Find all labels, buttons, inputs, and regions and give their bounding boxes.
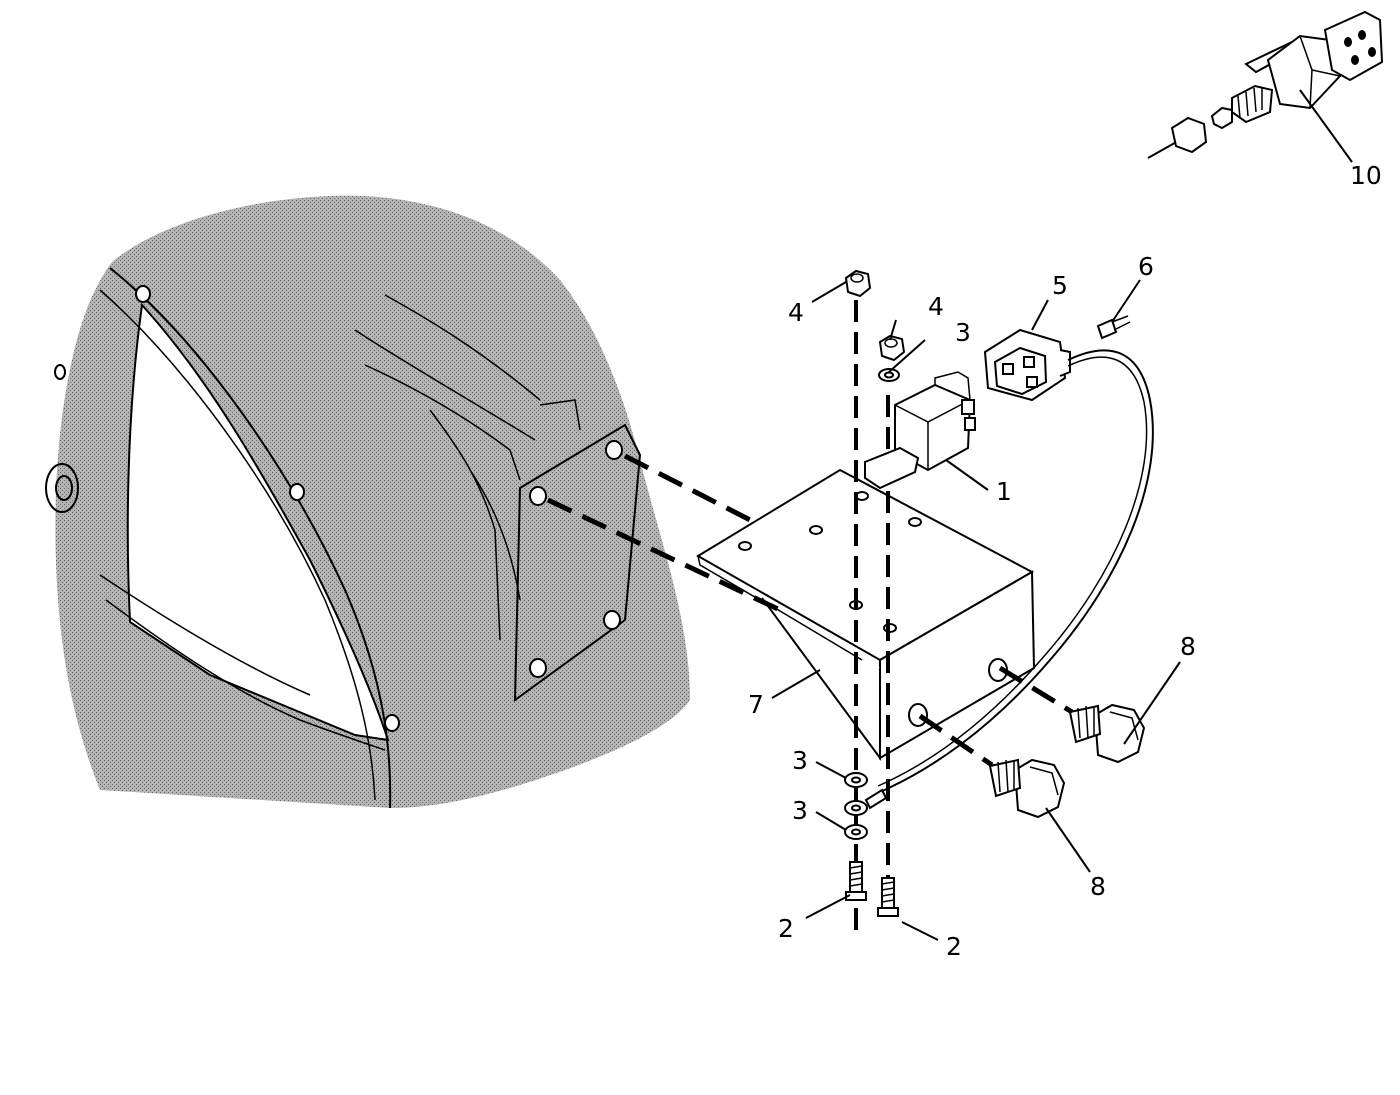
relay: [864, 371, 976, 490]
wiring-harness-connector: [983, 328, 1071, 402]
callout-10: 10: [1350, 161, 1382, 190]
assembly-line: [623, 453, 762, 528]
screw-left: [845, 861, 867, 901]
bolt-lower: [988, 758, 1066, 819]
wire-terminal: [864, 788, 888, 810]
washer-top: [878, 368, 900, 382]
assembly-line: [546, 497, 782, 613]
nut-top-right: [878, 334, 906, 362]
nut-top-left: [844, 269, 872, 298]
callout-7: 7: [748, 690, 764, 719]
callout-3-bottom: 3: [792, 796, 808, 825]
assembly-line: [998, 665, 1074, 715]
washer-bottom-3: [844, 824, 868, 840]
washer-bottom-2: [844, 800, 868, 816]
callout-2-left: 2: [778, 914, 794, 943]
callout-4-right: 4: [928, 292, 944, 321]
washer-bottom-1: [844, 772, 868, 788]
temperature-sensor: [1147, 10, 1384, 159]
callout-1: 1: [996, 477, 1012, 506]
screw-right: [877, 877, 899, 917]
callout-5: 5: [1052, 271, 1068, 300]
callout-3-middle: 3: [792, 746, 808, 775]
engine-housing: [45, 195, 691, 809]
callout-4-left: 4: [788, 298, 804, 327]
callout-2-right: 2: [946, 932, 962, 961]
callout-6: 6: [1138, 252, 1154, 281]
callout-8-upper: 8: [1180, 632, 1196, 661]
callout-3-top: 3: [955, 318, 971, 347]
leader-lines: [771, 89, 1353, 941]
callout-8-lower: 8: [1090, 872, 1106, 901]
assembly-line: [918, 713, 994, 768]
bolt-upper: [1068, 703, 1146, 764]
terminal: [1096, 315, 1131, 340]
